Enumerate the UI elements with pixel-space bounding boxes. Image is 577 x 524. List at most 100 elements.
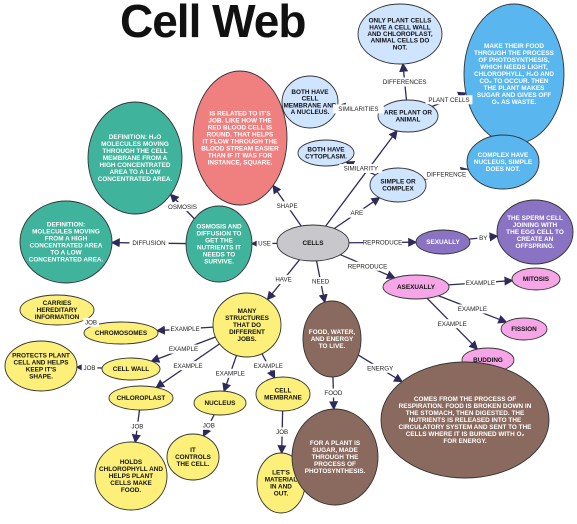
edge-label-bg: [200, 420, 217, 430]
edge-label-difference: DIFFERENCE: [427, 172, 467, 179]
node-label: ASEXUALLY: [397, 284, 436, 291]
node-shape: [496, 199, 574, 265]
edge-label-example-budding: EXAMPLE: [438, 321, 467, 328]
edge-label-reproduce-sex: REPRODUCE: [363, 240, 403, 247]
node-nucleus: NUCLEUS: [193, 390, 247, 416]
node-label: MITOSIS: [523, 276, 550, 283]
edge-label-example-fission: EXAMPLE: [458, 306, 487, 313]
node-shape: [108, 385, 174, 411]
edge-label-bg: [348, 208, 365, 218]
node-label: CELLS: [303, 240, 325, 247]
node-chromosomes: CHROMOSOMES: [83, 321, 159, 345]
node-shape: [281, 75, 339, 129]
node-shape: [415, 229, 471, 255]
edge-label-bg: [172, 361, 204, 371]
node-shape: [297, 139, 355, 167]
edge-label-bg: [169, 324, 201, 334]
node-label: FISSION: [511, 326, 537, 333]
edge-label-are: ARE: [350, 210, 363, 217]
edge-cells-to-plant_or_animal: [325, 129, 398, 227]
edge-label-have: HAVE: [275, 277, 291, 284]
node-shape: [357, 3, 443, 65]
node-shape: [193, 390, 247, 416]
edge-label-bg: [310, 277, 331, 287]
edge-label-shape: SHAPE: [277, 203, 298, 210]
node-shape: [466, 134, 540, 190]
edge-label-job-cellwall: JOB: [84, 365, 96, 372]
edge-label-example-chloroplast: EXAMPLE: [173, 363, 202, 370]
edge-label-plant-cells: PLANT CELLS: [428, 97, 469, 104]
edge-label-bg: [256, 239, 273, 249]
node-shape: [380, 361, 550, 479]
edge-label-bg: [362, 237, 403, 247]
node-shape: [83, 321, 159, 345]
node-shape: [94, 441, 168, 511]
node-label: CHLOROPLAST: [117, 395, 166, 402]
node-mitosis: MITOSIS: [511, 267, 561, 291]
edge-label-job-chromosomes: JOB: [85, 319, 97, 326]
edge-label-osmosis: OSMOSIS: [168, 204, 197, 211]
node-label: BUDDING: [473, 357, 503, 364]
edge-label-example-mitosis: EXAMPLE: [466, 280, 495, 287]
edge-label-bg: [275, 201, 299, 211]
node-label: SEXUALLY: [426, 239, 460, 246]
node-shape: [212, 292, 282, 358]
edge-label-example-membrane: EXAMPLE: [254, 363, 283, 370]
edge-label-need: NEED: [312, 279, 330, 286]
edge-label-bg: [425, 95, 473, 105]
edge-label-food: FOOD: [324, 390, 342, 397]
edge-label-similarities: SIMILARITIES: [338, 106, 378, 113]
node-shape: [19, 200, 113, 284]
edge-label-energy: ENERGY: [367, 365, 393, 372]
edge-label-bg: [252, 361, 284, 371]
page-title: Cell Web: [120, 0, 306, 47]
node-shape: [382, 274, 450, 300]
edge-label-job-membrane: JOB: [276, 429, 288, 436]
edge-label-differences: DIFFERENCES: [383, 79, 427, 86]
node-shape: [255, 376, 311, 412]
edge-label-example-nucleus: EXAMPLE: [216, 370, 245, 377]
edge-label-job-chloroplast: JOB: [131, 423, 143, 430]
node-shape: [291, 408, 379, 506]
edge-label-by: BY: [479, 235, 487, 242]
node-fission: FISSION: [500, 317, 548, 341]
edge-label-use: USE: [258, 241, 271, 248]
edge-label-bg: [464, 278, 497, 288]
edge-label-bg: [166, 202, 199, 212]
node-shape: [4, 340, 78, 392]
edge-label-bg: [339, 163, 383, 173]
node-shape: [369, 167, 427, 203]
edge-label-bg: [129, 421, 146, 431]
